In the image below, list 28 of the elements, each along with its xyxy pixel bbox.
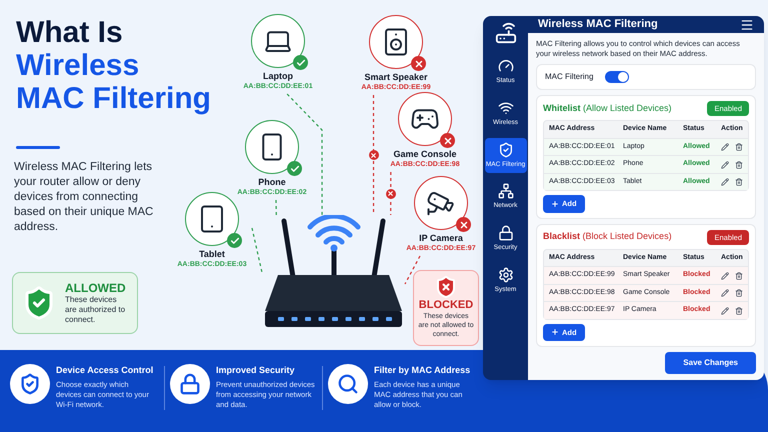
status-description: These devices are authorized to connect. xyxy=(65,295,126,325)
router-drawing xyxy=(262,215,405,330)
list-title: Blacklist (Block Listed Devices) xyxy=(543,230,672,244)
device-name: Smart Speaker xyxy=(364,72,428,83)
connector-line xyxy=(275,200,277,216)
list-title: Whitelist (Allow Listed Devices) xyxy=(543,102,672,115)
description: Wireless MAC Filtering lets your router allow or deny devices from connecting based on their unique MAC address. xyxy=(14,160,154,235)
device-name: Tablet xyxy=(199,249,225,260)
toggle-label: MAC Filtering xyxy=(545,71,594,83)
panel-title: Wireless MAC Filtering xyxy=(538,17,658,32)
status-heading: BLOCKED xyxy=(418,299,474,312)
connector-line xyxy=(286,94,323,215)
device-name: Phone xyxy=(258,177,286,188)
feature-heading: Filter by MAC Address xyxy=(374,364,472,377)
device-name: Game Console xyxy=(393,149,457,160)
feature-heading: Device Access Control xyxy=(56,364,154,377)
connector-line xyxy=(404,256,421,284)
device-name: Laptop xyxy=(263,71,293,82)
connector-line xyxy=(372,95,374,215)
device-name: IP Camera xyxy=(419,233,463,244)
connector-line xyxy=(251,228,263,273)
feature-heading: Improved Security xyxy=(216,364,296,377)
allowed-card xyxy=(12,272,138,334)
save-changes-button: Save Changes xyxy=(665,352,756,374)
status-heading: ALLOWED xyxy=(65,281,127,295)
blocked-card xyxy=(413,270,479,346)
title: What Is Wireless MAC Filtering xyxy=(16,16,211,115)
connector-line xyxy=(390,172,392,215)
